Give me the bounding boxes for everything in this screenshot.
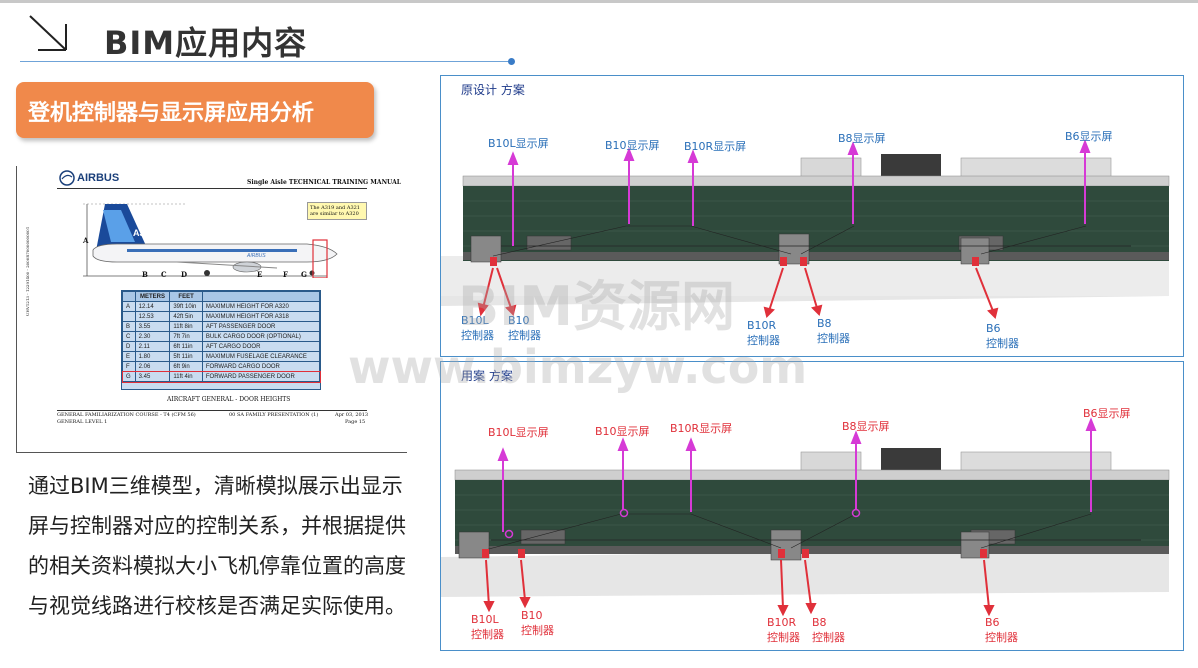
footer-presentation: 00 SA FAMILY PRESENTATION (1): [229, 412, 319, 418]
footer-course: GENERAL FAMILIARIZATION COURSE - T4 (CFM…: [57, 412, 196, 418]
original-design-panel: 原设计 方案: [440, 75, 1184, 357]
terminal-model-a: [441, 139, 1170, 319]
section-title: 登机控制器与显示屏应用分析: [28, 101, 315, 126]
screen-label: B6显示屏: [1083, 407, 1131, 420]
panel-b-label: 用案 方案: [461, 369, 513, 383]
footer-page: Page 15: [345, 419, 366, 425]
figure-caption: AIRCRAFT GENERAL - DOOR HEIGHTS: [167, 396, 291, 403]
section-banner: [16, 82, 374, 138]
arrow-corner-icon: [29, 15, 67, 51]
screen-label: B10显示屏: [595, 425, 650, 438]
letter-d: D: [181, 270, 188, 279]
screen-label: B10显示屏: [605, 139, 660, 152]
th-letter: [122, 291, 136, 302]
screen-label: B10L显示屏: [488, 137, 549, 150]
footer-date: Apr 03, 2013: [335, 412, 369, 418]
letter-b: B: [142, 270, 148, 279]
letter-c: C: [161, 270, 167, 279]
screen-label: B8显示屏: [842, 420, 890, 433]
th-feet: FEET: [169, 291, 203, 302]
top-rule: [0, 0, 1198, 3]
aircraft-label: A320: [133, 228, 155, 238]
terminal-model-b: [441, 417, 1170, 617]
screen-label: B6显示屏: [1065, 130, 1113, 143]
screen-label: B10L显示屏: [488, 426, 549, 439]
airbus-logo-icon: [59, 170, 75, 186]
aircraft-drawing: A320 AIRBUS: [83, 203, 338, 278]
screen-label: B10R显示屏: [670, 422, 733, 435]
th-meters: METERS: [134, 291, 171, 302]
callout-note: The A319 and A321 are similar to A320: [307, 202, 367, 220]
th-desc: [201, 291, 321, 302]
airbus-brand: AIRBUS: [77, 172, 120, 184]
screen-label: B8显示屏: [838, 132, 886, 145]
letter-g: G: [301, 270, 307, 279]
airbus-manual-page: AIRBUS Single Aisle TECHNICAL TRAINING M…: [16, 166, 407, 453]
screen-label: B10R显示屏: [684, 140, 747, 153]
header-divider: [20, 61, 512, 62]
fuselage-label: AIRBUS: [246, 253, 266, 259]
revised-design-panel: 用案 方案: [440, 361, 1184, 651]
header-divider-dot: [508, 58, 515, 65]
letter-a: A: [83, 236, 89, 245]
manual-title: Single Aisle TECHNICAL TRAINING MANUAL: [247, 179, 401, 186]
description-text: 通过BIM三维模型，清晰模拟展示出显示屏与控制器对应的控制关系，并根据提供的相关…: [28, 474, 406, 618]
letter-e: E: [257, 270, 263, 279]
side-code: UHV1213 - 12291400 - 2000R70000000001: [25, 226, 30, 316]
letter-f: F: [283, 270, 288, 279]
panel-a-label: 原设计 方案: [461, 83, 525, 97]
footer-level: GENERAL LEVEL 1: [57, 419, 108, 425]
page-title: BIM应用内容: [104, 24, 308, 62]
